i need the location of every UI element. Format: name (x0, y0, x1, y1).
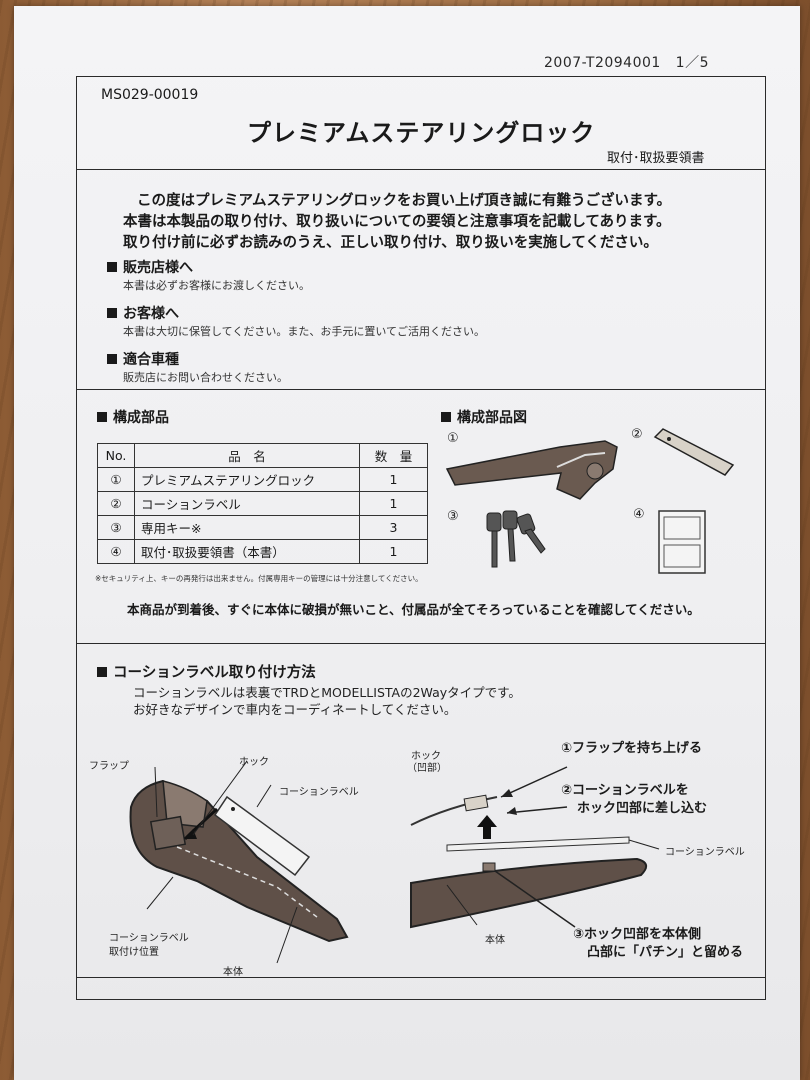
square-bullet-icon (107, 308, 117, 318)
square-bullet-icon (441, 412, 451, 422)
table-header-row: No. 品 名 数 量 (97, 443, 428, 468)
cell-name: プレミアムステアリングロック (134, 467, 360, 492)
column-header-name: 品 名 (134, 443, 360, 468)
cell-no: ② (97, 491, 135, 516)
content-frame: MS029-00019 プレミアムステアリングロック 取付･取扱要領書 この度は… (76, 76, 766, 1000)
key-note: ※セキュリティ上、キーの再発行は出来ません。付属専用キーの管理には十分注意してく… (95, 574, 423, 583)
parts-table: No. 品 名 数 量 ① プレミアムステアリングロック 1 ② コーションラベ… (97, 443, 428, 564)
square-bullet-icon (107, 262, 117, 272)
parts-diagram-heading: 構成部品図 (441, 407, 527, 427)
diagram-label-1: ① (447, 431, 459, 446)
step-3-line-2: 凸部に「パチン」と留める (587, 945, 744, 960)
hook-attach-illustration (410, 766, 660, 929)
keys-illustration (486, 510, 546, 568)
caution-heading: コーションラベル取り付け方法 (97, 661, 316, 682)
divider (77, 389, 765, 390)
column-header-no: No. (97, 443, 135, 468)
intro-line-1: この度はプレミアムステアリングロックをお買い上げ頂き誠に有難うございます。 (137, 193, 672, 209)
dealer-heading: 販売店様へ (107, 257, 193, 277)
label-position-text-1: コーションラベル (109, 933, 189, 944)
table-row: ③ 専用キー※ 3 (97, 515, 428, 540)
body-label-right: 本体 (485, 935, 505, 946)
customer-heading: お客様へ (107, 303, 179, 323)
manual-illustration (658, 510, 706, 574)
cell-no: ④ (97, 539, 135, 564)
body-label: 本体 (223, 967, 243, 978)
cell-name: コーションラベル (134, 491, 360, 516)
page-number: 1／5 (675, 55, 709, 71)
parts-section: 構成部品 構成部品図 No. 品 名 数 量 ① プレミアムステアリングロック … (77, 389, 765, 629)
caution-desc-1: コーションラベルは表裏でTRDとMODELLISTAの2Wayタイプです。 (133, 685, 521, 700)
cell-qty: 3 (359, 515, 428, 540)
vehicle-heading: 適合車種 (107, 349, 179, 369)
intro-line-3: 取り付け前に必ずお読みのうえ、正しい取り付け、取り扱いを実施してください。 (123, 235, 658, 251)
cell-no: ① (97, 467, 135, 492)
diagram-label-2: ② (631, 427, 643, 442)
confirm-message: 本商品が到着後、すぐに本体に破損が無いこと、付属品が全てそろっていることを確認し… (127, 602, 700, 617)
cell-qty: 1 (359, 539, 428, 564)
table-row: ④ 取付･取扱要領書（本書） 1 (97, 539, 428, 564)
caution-label-label: コーションラベル (279, 787, 359, 798)
caution-label-label-right: コーションラベル (665, 847, 745, 858)
square-bullet-icon (97, 667, 107, 677)
dealer-text: 本書は必ずお客様にお渡しください。 (123, 279, 310, 292)
divider (77, 169, 765, 170)
customer-text: 本書は大切に保管してください。また、お手元に置いてご活用ください。 (123, 325, 486, 338)
cell-qty: 1 (359, 467, 428, 492)
step-1: ①フラップを持ち上げる (561, 741, 703, 756)
diagram-label-4: ④ (633, 507, 645, 522)
cell-qty: 1 (359, 491, 428, 516)
steering-lock-illustration (445, 440, 618, 500)
square-bullet-icon (97, 412, 107, 422)
step-3-line-1: ③ホック凹部を本体側 (573, 927, 702, 942)
parts-heading: 構成部品 (97, 407, 169, 427)
label-position-illustration (129, 760, 349, 964)
doc-code-text: 2007-T2094001 (544, 55, 661, 71)
cell-name: 取付･取扱要領書（本書） (134, 539, 360, 564)
column-header-qty: 数 量 (359, 443, 428, 468)
step-2-line-2: ホック凹部に差し込む (577, 801, 708, 816)
page-title: プレミアムステアリングロック (247, 119, 596, 147)
hook-label: ホック (239, 757, 269, 768)
cell-name: 専用キー※ (134, 515, 360, 540)
cell-no: ③ (97, 515, 135, 540)
caution-desc-2: お好きなデザインで車内をコーディネートしてください。 (133, 702, 457, 717)
intro-line-2: 本書は本製品の取り付け、取り扱いについての要領と注意事項を記載してあります。 (123, 214, 671, 230)
vehicle-text: 販売店にお問い合わせください。 (123, 371, 288, 384)
step-2-line-1: ②コーションラベルを (561, 783, 689, 798)
flap-label: フラップ (89, 761, 129, 772)
label-position-text-2: 取付け位置 (109, 947, 159, 958)
model-code: MS029-00019 (101, 87, 199, 103)
hook-recess-label: ホック (411, 751, 441, 762)
diagram-label-3: ③ (447, 509, 459, 524)
divider (77, 643, 765, 644)
instruction-sheet: 2007-T2094001 1／5 MS029-00019 プレミアムステアリン… (14, 6, 800, 1080)
divider (77, 977, 765, 978)
square-bullet-icon (107, 354, 117, 364)
hook-recess-sub-label: （凹部） (407, 763, 447, 774)
caution-label-illustration (653, 428, 735, 476)
table-row: ② コーションラベル 1 (97, 491, 428, 516)
document-subtitle: 取付･取扱要領書 (607, 151, 705, 166)
table-row: ① プレミアムステアリングロック 1 (97, 467, 428, 492)
document-code: 2007-T2094001 1／5 (544, 52, 709, 72)
